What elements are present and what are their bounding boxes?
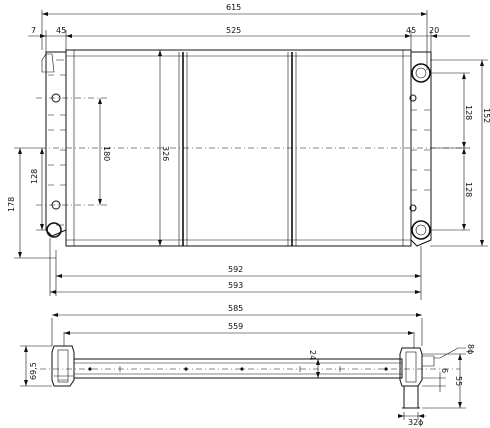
- dim-side-left-offset: 7: [31, 26, 36, 35]
- dim-left-lower: 128: [30, 169, 39, 184]
- dim-bottom-593: 593: [228, 281, 243, 290]
- dim-top-585: 585: [228, 304, 243, 313]
- right-bolt-upper: [409, 94, 417, 102]
- dim-left-inner: 180: [102, 146, 111, 161]
- dim-top-offset: 6: [440, 368, 449, 373]
- dim-inlet-spacing: 152: [482, 108, 490, 123]
- dim-left-outer: 178: [7, 197, 16, 212]
- front-view-dimensions: 615 7 45 525 45 20 152 128 128 180 326 1…: [7, 3, 490, 300]
- dim-right-upper: 128: [464, 105, 473, 120]
- top-right-pipe: [402, 386, 420, 409]
- dim-core-width: 525: [226, 26, 241, 35]
- dim-side-left: 45: [56, 26, 66, 35]
- top-right-tank: [399, 347, 423, 387]
- top-view: [40, 345, 460, 409]
- dim-top-pipe-small: 8ϕ: [466, 344, 475, 354]
- front-view: [36, 49, 470, 247]
- right-inlet-lower: [411, 220, 431, 240]
- right-tank: [410, 51, 432, 247]
- dim-top-depth: 24: [308, 350, 317, 360]
- dim-overall-width: 615: [226, 3, 241, 12]
- dim-core-height: 326: [161, 146, 170, 161]
- top-core-bar: [73, 358, 403, 379]
- top-view-dimensions: 585 559 24 69,5 8ϕ 6 55 32ϕ: [20, 304, 475, 427]
- dim-top-pipe-large: 32ϕ: [408, 418, 423, 427]
- dim-bottom-592: 592: [228, 265, 243, 274]
- dim-top-559: 559: [228, 322, 243, 331]
- dim-right-lower: 128: [464, 182, 473, 197]
- dim-side-right-offset: 20: [429, 26, 439, 35]
- dim-top-55: 55: [454, 376, 463, 386]
- right-bolt-lower: [409, 204, 417, 212]
- dim-top-left: 69,5: [29, 362, 38, 380]
- left-tank: [45, 51, 67, 237]
- dim-side-right: 45: [406, 26, 416, 35]
- top-left-tank: [51, 345, 75, 387]
